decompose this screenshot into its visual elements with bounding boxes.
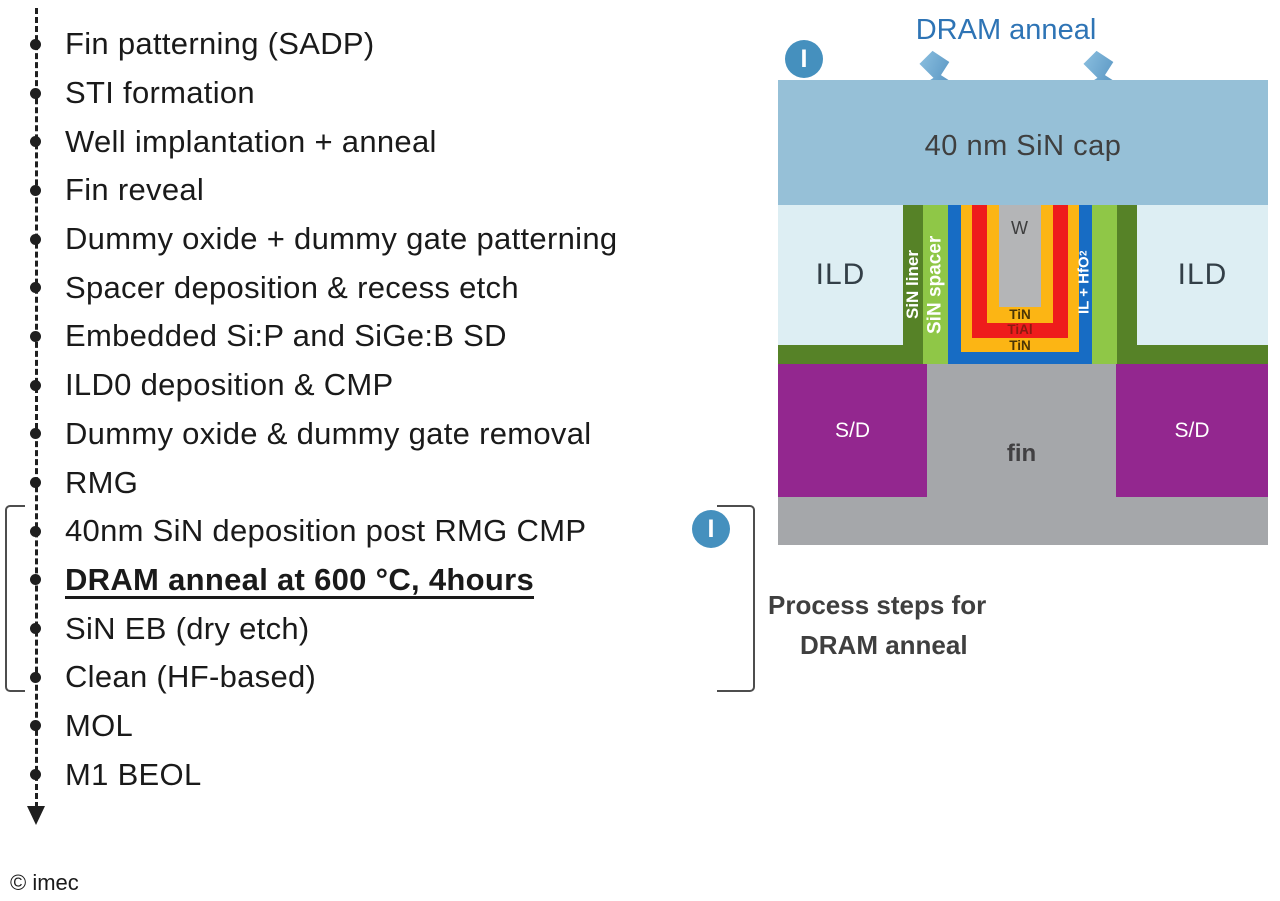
bullet-dot (30, 623, 41, 635)
list-item: RMG (30, 458, 765, 507)
bullet-dot (30, 330, 41, 342)
sd-left-label: S/D (834, 418, 870, 442)
imec-i-badge: I (692, 510, 730, 548)
tin-bottom-label: TiN (1009, 338, 1031, 353)
bullet-dot (30, 379, 41, 391)
sin-liner-label: SiN liner (903, 250, 922, 319)
list-item-sin-deposition: 40nm SiN deposition post RMG CMP (30, 507, 765, 556)
list-item: SiN EB (dry etch) (30, 604, 765, 653)
tial-u-layer (972, 205, 1068, 338)
sd-right-label: S/D (1174, 418, 1210, 442)
sd-right-region: S/D (1116, 364, 1268, 497)
ild-left-label: ILD (815, 258, 866, 291)
list-item: Clean (HF-based) (30, 653, 765, 702)
list-item: Fin reveal (30, 166, 765, 215)
bullet-dot (30, 136, 41, 148)
caption-line-2: DRAM anneal (800, 630, 968, 660)
list-item: ILD0 deposition & CMP (30, 361, 765, 410)
list-item: MOL (30, 702, 765, 751)
caption-line-1: Process steps for (768, 590, 987, 620)
il-hfo2-u-layer (948, 205, 1092, 364)
sin-spacer-right-layer (1092, 205, 1117, 364)
ild-right-label: ILD (1177, 258, 1228, 291)
bullet-dot (30, 184, 41, 196)
tungsten-label: W (1011, 218, 1029, 238)
sin-liner-bottom-right-layer (1117, 345, 1268, 364)
sin-spacer-label: SiN spacer (924, 235, 946, 334)
sin-liner-bottom-left-layer (778, 345, 923, 364)
sin-spacer-left-layer (923, 205, 948, 364)
sin-cap-label: 40 nm SiN cap (924, 130, 1122, 162)
list-item: Embedded Si:P and SiGe:B SD (30, 312, 765, 361)
list-item: Well implantation + anneal (30, 117, 765, 166)
tin-top-label: TiN (1009, 307, 1031, 322)
bullet-dot (30, 38, 41, 50)
ild-left-layer: ILD (778, 205, 903, 345)
bullet-dot (30, 428, 41, 440)
bullet-dot (30, 671, 41, 683)
bullet-dot (30, 477, 41, 489)
tial-label: TiAl (1007, 322, 1033, 337)
sd-left-region: S/D (778, 364, 927, 497)
fin-label: fin (1006, 440, 1037, 467)
bracket-left (5, 505, 25, 692)
list-item: STI formation (30, 69, 765, 118)
tin-inner-u-layer (987, 205, 1053, 323)
bullet-dot (30, 282, 41, 294)
sin-liner-right-layer (1117, 205, 1137, 364)
bullet-dot (30, 720, 41, 732)
timeline-arrow-icon (27, 806, 45, 825)
bullet-dot (30, 233, 41, 245)
sin-cap-layer (778, 80, 1268, 205)
list-item: Fin patterning (SADP) (30, 20, 765, 69)
bracket-right (717, 505, 755, 692)
imec-i-badge: I (785, 40, 823, 78)
list-item: Spacer deposition & recess etch (30, 263, 765, 312)
bullet-dot (30, 525, 41, 537)
diagram-title: DRAM anneal (915, 14, 1097, 46)
copyright-notice: © imec (10, 870, 79, 895)
process-step-list: Fin patterning (SADP) STI formation Well… (30, 20, 765, 799)
list-item: Dummy oxide & dummy gate removal (30, 410, 765, 459)
bullet-dot (30, 87, 41, 99)
list-item-dram-anneal: DRAM anneal at 600 °C, 4hours (30, 556, 765, 605)
tungsten-fill-layer (999, 205, 1041, 307)
bullet-dot (30, 769, 41, 781)
list-item: Dummy oxide + dummy gate patterning (30, 215, 765, 264)
timeline-dashed-line (35, 8, 38, 808)
list-item: M1 BEOL (30, 750, 765, 799)
sin-liner-left-layer (903, 205, 923, 364)
tin-outer-u-layer (961, 205, 1079, 352)
ild-right-layer: ILD (1137, 205, 1268, 345)
bullet-dot (30, 574, 41, 586)
